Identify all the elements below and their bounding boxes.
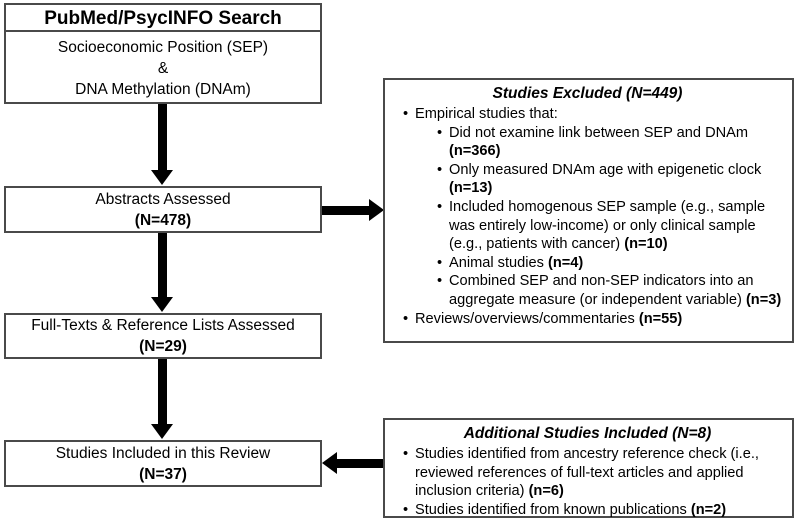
list-item: Studies identified from ancestry referen…	[403, 445, 786, 501]
excluded-subitem-text: Included homogenous SEP sample (e.g., sa…	[449, 198, 766, 253]
included-label: Studies Included in this Review	[55, 444, 271, 462]
additional-item-count: (n=2)	[690, 501, 727, 518]
excluded-subitem-text: Did not examine link between SEP and DNA…	[449, 124, 749, 141]
studies-included-box: Studies Included in this Review (N=37)	[4, 440, 322, 487]
list-item: Animal studies (n=4)	[437, 254, 786, 273]
fulltexts-assessed-box: Full-Texts & Reference Lists Assessed (N…	[4, 313, 322, 359]
excluded-sublist: Did not examine link between SEP and DNA…	[415, 124, 786, 310]
abstracts-count: (N=478)	[134, 211, 192, 229]
list-item: Empirical studies that: Did not examine …	[403, 105, 786, 310]
arrow-head-down	[151, 170, 173, 185]
fulltexts-label: Full-Texts & Reference Lists Assessed	[31, 317, 295, 334]
arrow-shaft	[337, 459, 383, 468]
abstracts-label: Abstracts Assessed	[95, 190, 231, 208]
search-box-body: Socioeconomic Position (SEP) & DNA Methy…	[6, 34, 320, 102]
list-item: Only measured DNAm age with epigenetic c…	[437, 161, 786, 198]
excluded-title: Studies Excluded (N=449)	[492, 85, 683, 102]
arrow-head-down	[151, 297, 173, 312]
search-term-dnam: DNA Methylation (DNAm)	[75, 80, 251, 98]
excluded-subitem-count: (n=3)	[745, 291, 782, 308]
arrow-shaft	[158, 104, 167, 172]
excluded-subitem-count: (n=366)	[449, 143, 501, 160]
arrow-head-down	[151, 424, 173, 439]
excluded-subitem-text: Only measured DNAm age with epigenetic c…	[449, 161, 762, 178]
excluded-subitem-count: (n=13)	[449, 180, 493, 197]
excluded-item-text: Reviews/overviews/commentaries	[415, 310, 635, 327]
list-item: Did not examine link between SEP and DNA…	[437, 124, 786, 161]
excluded-subitem-count: (n=4)	[547, 254, 584, 271]
arrow-head-right	[369, 199, 384, 221]
search-box: PubMed/PsycINFO Search Socioeconomic Pos…	[4, 3, 322, 104]
additional-item-count: (n=6)	[528, 483, 564, 500]
list-item: Studies identified from known publicatio…	[403, 501, 786, 520]
included-count: (N=37)	[139, 465, 187, 483]
arrow-shaft	[322, 206, 370, 215]
list-item: Included homogenous SEP sample (e.g., sa…	[437, 198, 786, 254]
studies-excluded-box: Studies Excluded (N=449) Empirical studi…	[383, 78, 794, 343]
search-box-title: PubMed/PsycINFO Search	[6, 5, 320, 32]
abstracts-assessed-box: Abstracts Assessed (N=478)	[4, 186, 322, 233]
additional-item-text: Studies identified from ancestry referen…	[415, 446, 759, 500]
excluded-subitem-text: Combined SEP and non-SEP indicators into…	[449, 273, 754, 308]
list-item: Reviews/overviews/commentaries (n=55)	[403, 310, 786, 329]
excluded-item-text: Empirical studies that:	[415, 106, 558, 122]
search-operator: &	[157, 59, 169, 77]
excluded-subitem-count: (n=10)	[624, 236, 668, 253]
arrow-shaft	[158, 233, 167, 300]
arrow-head-left	[322, 452, 337, 474]
additional-studies-box: Additional Studies Included (N=8) Studie…	[383, 418, 794, 519]
additional-item-text: Studies identified from known publicatio…	[415, 501, 687, 518]
excluded-item-count: (n=55)	[638, 310, 683, 327]
additional-title: Additional Studies Included (N=8)	[463, 425, 712, 442]
list-item: Combined SEP and non-SEP indicators into…	[437, 272, 786, 309]
additional-list: Studies identified from ancestry referen…	[389, 445, 786, 519]
excluded-subitem-text: Animal studies	[449, 254, 544, 271]
fulltexts-count: (N=29)	[139, 338, 187, 355]
search-term-sep: Socioeconomic Position (SEP)	[57, 38, 269, 56]
excluded-list: Empirical studies that: Did not examine …	[389, 105, 786, 328]
arrow-shaft	[158, 359, 167, 427]
